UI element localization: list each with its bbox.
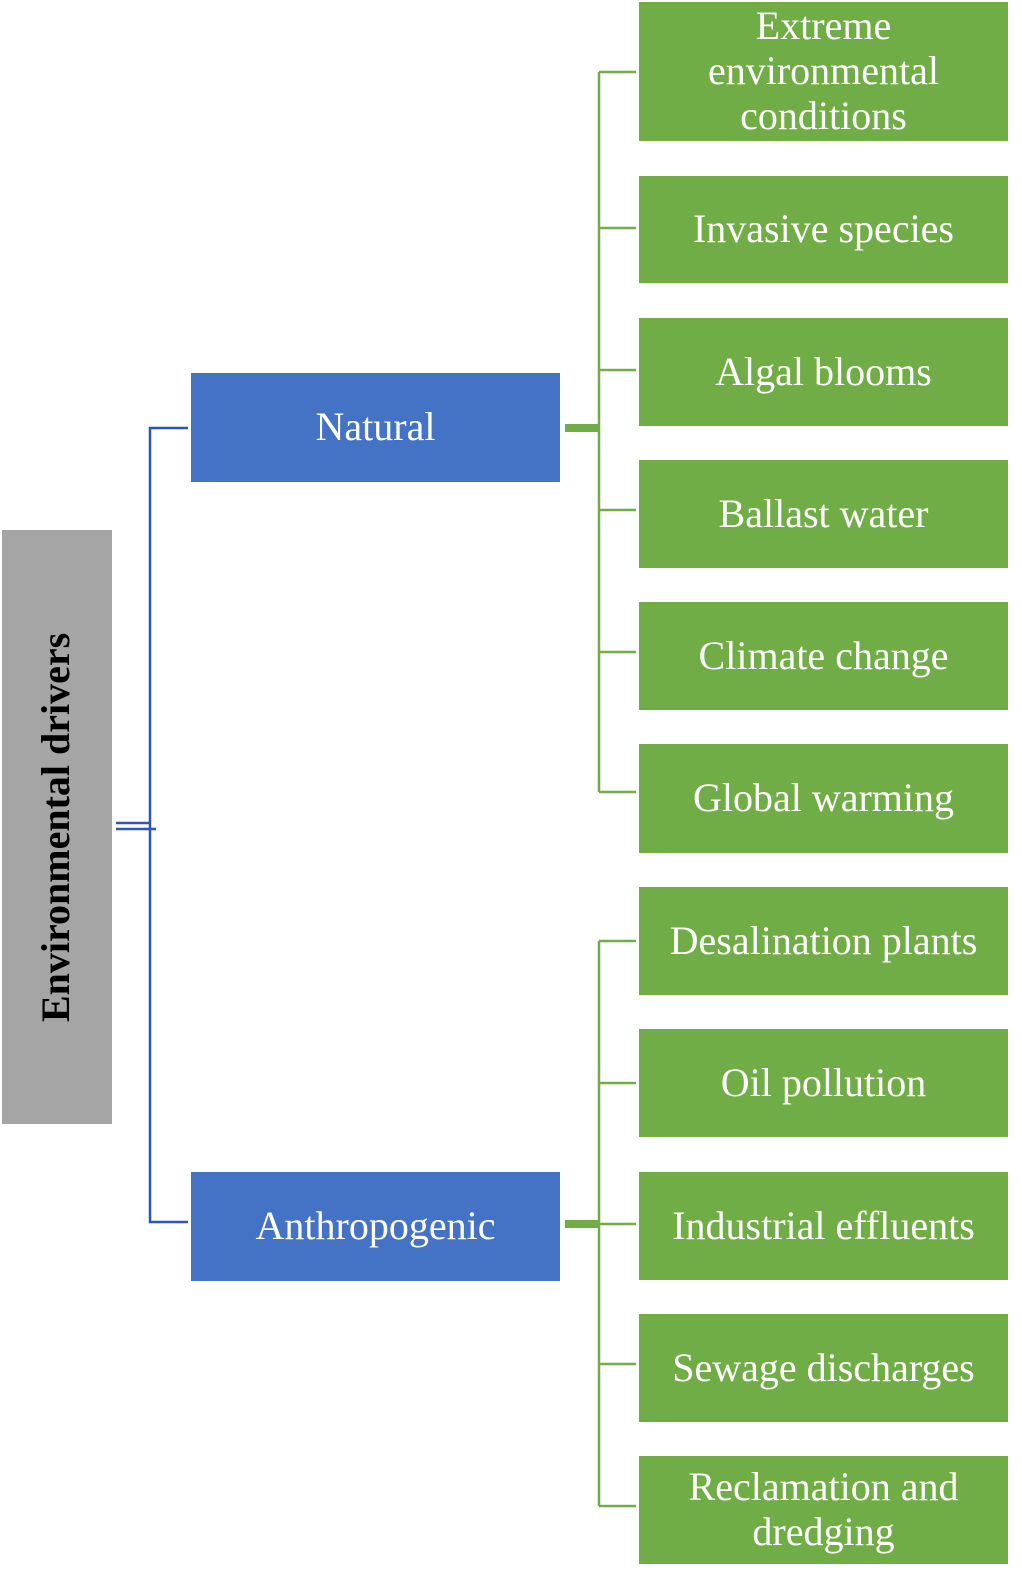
leaf-reclamation-and-dredging: Reclamation and dredging — [639, 1456, 1008, 1564]
leaf-oil-pollution: Oil pollution — [639, 1029, 1008, 1137]
root-box: Environmental drivers — [2, 530, 112, 1124]
leaf-global-warming: Global warming — [639, 744, 1008, 853]
category-anthropogenic: Anthropogenic — [191, 1172, 560, 1281]
leaf-extreme-environmental-conditions: Extreme environmental conditions — [639, 2, 1008, 141]
natural-connector — [565, 70, 636, 794]
root-connector — [116, 426, 188, 1224]
leaf-desalination-plants: Desalination plants — [639, 887, 1008, 995]
leaf-ballast-water: Ballast water — [639, 460, 1008, 568]
leaf-climate-change: Climate change — [639, 602, 1008, 710]
leaf-invasive-species: Invasive species — [639, 176, 1008, 283]
leaf-industrial-effluents: Industrial effluents — [639, 1172, 1008, 1280]
root-label: Environmental drivers — [33, 632, 79, 1022]
leaf-sewage-discharges: Sewage discharges — [639, 1314, 1008, 1422]
leaf-algal-blooms: Algal blooms — [639, 318, 1008, 426]
anthropogenic-connector — [565, 939, 636, 1508]
category-natural: Natural — [191, 373, 560, 482]
